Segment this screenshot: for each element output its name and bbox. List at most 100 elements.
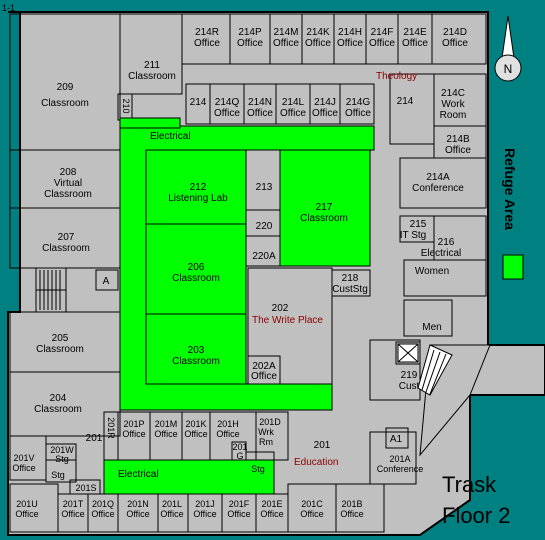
room-214q-num: 214Q	[215, 97, 240, 108]
room-214q-name: Office	[214, 108, 240, 119]
room-211-num: 211	[144, 60, 160, 71]
refuge-room-206	[145, 223, 247, 315]
room-201a-name: Conference	[377, 464, 424, 474]
room-201c-num: 201C	[301, 499, 323, 509]
room-209-num: 209	[57, 82, 74, 93]
legend-swatch	[502, 254, 524, 280]
room-201f-name: Office	[227, 509, 250, 519]
room-203-name: Classroom	[172, 356, 220, 367]
room-stg-south: Stg	[251, 464, 265, 474]
room-214e-num: 214E	[403, 27, 427, 38]
room-214-main: 214	[397, 96, 414, 107]
elevator	[397, 343, 419, 363]
room-201k-name: Office	[184, 429, 207, 439]
room-214g-name: Office	[345, 108, 371, 119]
refuge-room-217	[279, 149, 371, 267]
room-201u-name: Office	[15, 509, 38, 519]
north-label: N	[504, 62, 513, 76]
room-214l-num: 214L	[282, 97, 305, 108]
room-217-num: 217	[316, 202, 333, 213]
room-212-name: Listening Lab	[168, 193, 228, 204]
refuge-corridor-210	[119, 117, 181, 129]
legend-text: Refuge Area	[502, 148, 518, 230]
room-214p-name: Office	[237, 38, 263, 49]
room-201f-num: 201F	[229, 499, 250, 509]
room-201b-num: 201B	[341, 499, 362, 509]
room-215-name: IT Stg	[400, 230, 427, 241]
room-205-num: 205	[52, 333, 69, 344]
room-218-name: CustStg	[332, 284, 368, 295]
room-men: Men	[422, 322, 441, 333]
room-215-num: 215	[410, 219, 427, 230]
room-214f-num: 214F	[371, 27, 394, 38]
room-214p-num: 214P	[238, 27, 262, 38]
room-214r-name: Office	[194, 38, 220, 49]
room-214c-name1: Work	[441, 99, 465, 110]
room-214h-name: Office	[337, 38, 363, 49]
room-201n-num: 201N	[127, 499, 149, 509]
room-208-num: 208	[60, 167, 77, 178]
north-arrow	[494, 15, 522, 82]
room-219-num: 219	[401, 370, 418, 381]
room-217-name: Classroom	[300, 213, 348, 224]
room-201q-num: 201Q	[92, 499, 114, 509]
room-201j-num: 201J	[195, 499, 215, 509]
map-title-line2: Floor 2	[442, 503, 510, 528]
refuge-room-203	[145, 313, 247, 385]
room-stg-west: Stg	[51, 470, 65, 480]
room-201t-num: 201T	[63, 499, 84, 509]
room-201p-num: 201P	[123, 419, 144, 429]
room-214c-name2: Room	[440, 110, 467, 121]
room-218-num: 218	[342, 273, 359, 284]
room-201e-num: 201E	[261, 499, 282, 509]
room-213: 213	[256, 182, 273, 193]
room-201r: 201R	[106, 417, 116, 439]
room-201j-name: Office	[193, 509, 216, 519]
room-201u-num: 201U	[16, 499, 38, 509]
room-202-num: 202	[272, 303, 289, 314]
east-stairs	[417, 344, 453, 396]
room-207-name: Classroom	[42, 243, 90, 254]
room-201h-num: 201H	[217, 419, 239, 429]
room-202a-name: Office	[251, 371, 277, 382]
room-214m-name: Office	[273, 38, 299, 49]
electrical-label-south: Electrical	[118, 469, 159, 480]
room-206-num: 206	[188, 262, 205, 273]
refuge-areas	[103, 117, 375, 495]
room-201-num: 201	[314, 440, 331, 451]
room-210: 210	[121, 98, 131, 113]
room-201b-name: Office	[340, 509, 363, 519]
room-201-small: 201	[86, 433, 103, 444]
page-tag: 1-1	[2, 3, 15, 13]
room-201w-name: Stg	[55, 454, 69, 464]
room-201e-name: Office	[260, 509, 283, 519]
west-stairs	[36, 270, 66, 310]
zone-theology: Theology	[376, 71, 417, 82]
legend-label: Refuge Area	[502, 148, 518, 230]
zone-write-place: The Write Place	[252, 315, 323, 326]
room-214k-num: 214K	[306, 27, 330, 38]
room-209-name: Classroom	[41, 98, 89, 109]
room-201m-name: Office	[154, 429, 177, 439]
room-201s: 201S	[75, 483, 96, 493]
room-208-name1: Virtual	[54, 178, 82, 189]
room-203-num: 203	[188, 345, 205, 356]
room-a1: A1	[390, 434, 403, 445]
room-214j-name: Office	[312, 108, 338, 119]
room-201l-name: Office	[160, 509, 183, 519]
room-214c-num: 214C	[441, 88, 465, 99]
room-214l-name: Office	[280, 108, 306, 119]
room-214e-name: Office	[402, 38, 428, 49]
room-201q-name: Office	[91, 509, 114, 519]
room-214h-num: 214H	[338, 27, 362, 38]
room-214a-name: Conference	[412, 183, 464, 194]
room-202a-num: 202A	[252, 361, 276, 372]
room-labels: 209 Classroom 208 Virtual Classroom 207 …	[12, 27, 471, 519]
room-214r-num: 214R	[195, 27, 219, 38]
room-201m-num: 201M	[155, 419, 178, 429]
room-a: A	[103, 276, 110, 287]
room-216-name: Electrical	[421, 248, 462, 259]
room-214k-name: Office	[305, 38, 331, 49]
room-201g-name: G	[236, 451, 243, 461]
room-214d-num: 214D	[443, 27, 467, 38]
